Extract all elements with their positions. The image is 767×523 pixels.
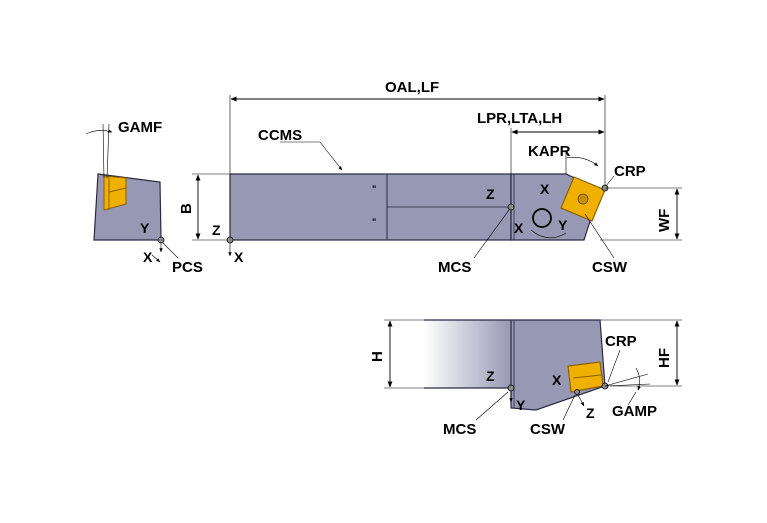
mcs-bottom-y-axis: Y xyxy=(516,397,526,413)
end-view-insert xyxy=(103,175,127,211)
csw-bottom-x-axis: X xyxy=(552,372,562,388)
top-view: " " OAL,LF LPR,LTA,LH CCMS KAPR CRP B xyxy=(172,79,682,276)
csw-top-y-axis: Y xyxy=(558,217,568,233)
svg-text:": " xyxy=(372,184,376,194)
end-view: GAMF Y X xyxy=(85,119,179,265)
ccms-label: CCMS xyxy=(258,127,302,144)
pcs-point-icon xyxy=(226,236,234,244)
end-view-axis-y: Y xyxy=(140,220,150,236)
mcs-bottom-z-axis: Z xyxy=(486,368,495,384)
mcs-top-label: MCS xyxy=(438,259,471,276)
pcs-x-axis: X xyxy=(234,249,244,265)
clamp-pin-icon xyxy=(532,208,552,228)
pcs-label: PCS xyxy=(172,259,203,276)
csw-bottom-label: CSW xyxy=(530,421,566,438)
h-label: H xyxy=(369,351,386,362)
mcs-top-point-icon xyxy=(507,203,515,211)
side-view: H HF CRP GAMP Z Y MCS X Z CSW xyxy=(369,319,682,438)
wf-label: WF xyxy=(656,209,673,232)
pcs-z-axis: Z xyxy=(212,222,221,238)
b-label: B xyxy=(178,203,195,214)
mcs-bottom-point-icon xyxy=(507,384,515,392)
mcs-top-z-axis: Z xyxy=(486,186,495,202)
oal-lf-label: OAL,LF xyxy=(385,79,439,96)
csw-top-label: CSW xyxy=(592,259,628,276)
hf-label: HF xyxy=(656,348,673,368)
csw-top-x2-axis: X xyxy=(514,220,524,236)
end-view-point-icon xyxy=(157,236,165,244)
end-view-insert-notch xyxy=(108,187,127,193)
gamp-label: GAMP xyxy=(612,403,657,420)
gamf-label: GAMF xyxy=(118,119,162,136)
svg-text:": " xyxy=(372,217,376,227)
kapr-label: KAPR xyxy=(528,143,571,160)
csw-bottom-point-icon xyxy=(574,389,580,395)
mcs-bottom-label: MCS xyxy=(443,421,476,438)
crp-bottom-label: CRP xyxy=(605,333,637,350)
insert-screw-icon xyxy=(577,193,589,205)
csw-top-x-axis: X xyxy=(540,181,550,197)
side-view-shank xyxy=(424,320,511,388)
csw-bottom-z-axis: Z xyxy=(586,405,595,421)
lpr-lta-lh-label: LPR,LTA,LH xyxy=(477,110,562,127)
crp-top-label: CRP xyxy=(614,163,646,180)
end-view-axis-x: X xyxy=(143,249,153,265)
